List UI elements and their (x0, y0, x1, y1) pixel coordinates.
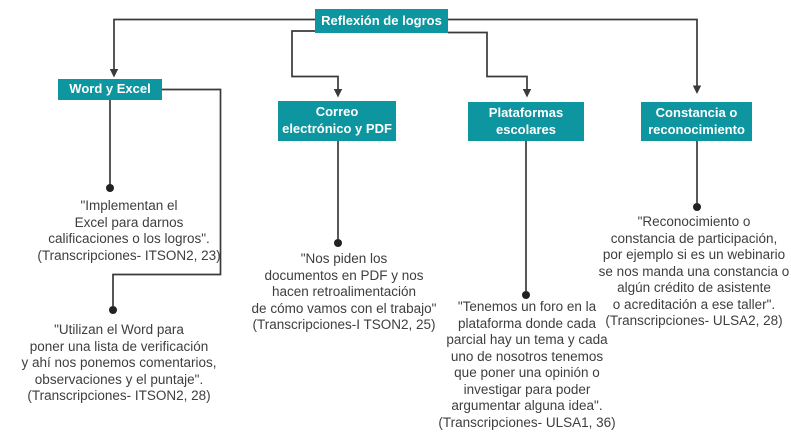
terminal-dot-quote3 (334, 239, 342, 247)
arrowhead-plataformas (522, 89, 532, 98)
connector-root-to-constancia (448, 18, 698, 87)
arrowhead-correo (333, 89, 343, 98)
quote-itson2-23: "Implementan el Excel para darnos califi… (37, 198, 221, 263)
connector-root-to-word-excel (113, 18, 315, 70)
connector-root-to-plataformas (448, 31, 528, 90)
node-word-y-excel: Word y Excel (58, 79, 162, 100)
connector-word-to-quote2 (112, 88, 222, 306)
terminal-dot-quote5 (693, 203, 701, 211)
terminal-dot-quote2 (109, 306, 117, 314)
terminal-dot-quote4 (522, 291, 530, 299)
node-correo-electronico-pdf: Correo electrónico y PDF (278, 101, 396, 141)
node-plataformas-escolares: Plataformas escolares (468, 102, 584, 141)
quote-ulsa1-36: "Tenemos un foro en la plataforma donde … (438, 299, 616, 430)
quote-ulsa2-28: "Reconocimiento o constancia de particip… (598, 214, 790, 328)
terminal-dot-quote1 (106, 184, 114, 192)
quote-itson2-28: "Utilizan el Word para poner una lista d… (21, 322, 217, 403)
arrowhead-word-excel (109, 69, 119, 78)
connector-root-to-correo (291, 30, 339, 90)
quote-itson2-25: "Nos piden los documentos en PDF y nos h… (251, 251, 437, 332)
arrowhead-constancia (692, 85, 702, 94)
node-constancia-reconocimiento: Constancia o reconocimiento (641, 102, 752, 141)
node-reflexion-de-logros: Reflexión de logros (315, 9, 448, 33)
